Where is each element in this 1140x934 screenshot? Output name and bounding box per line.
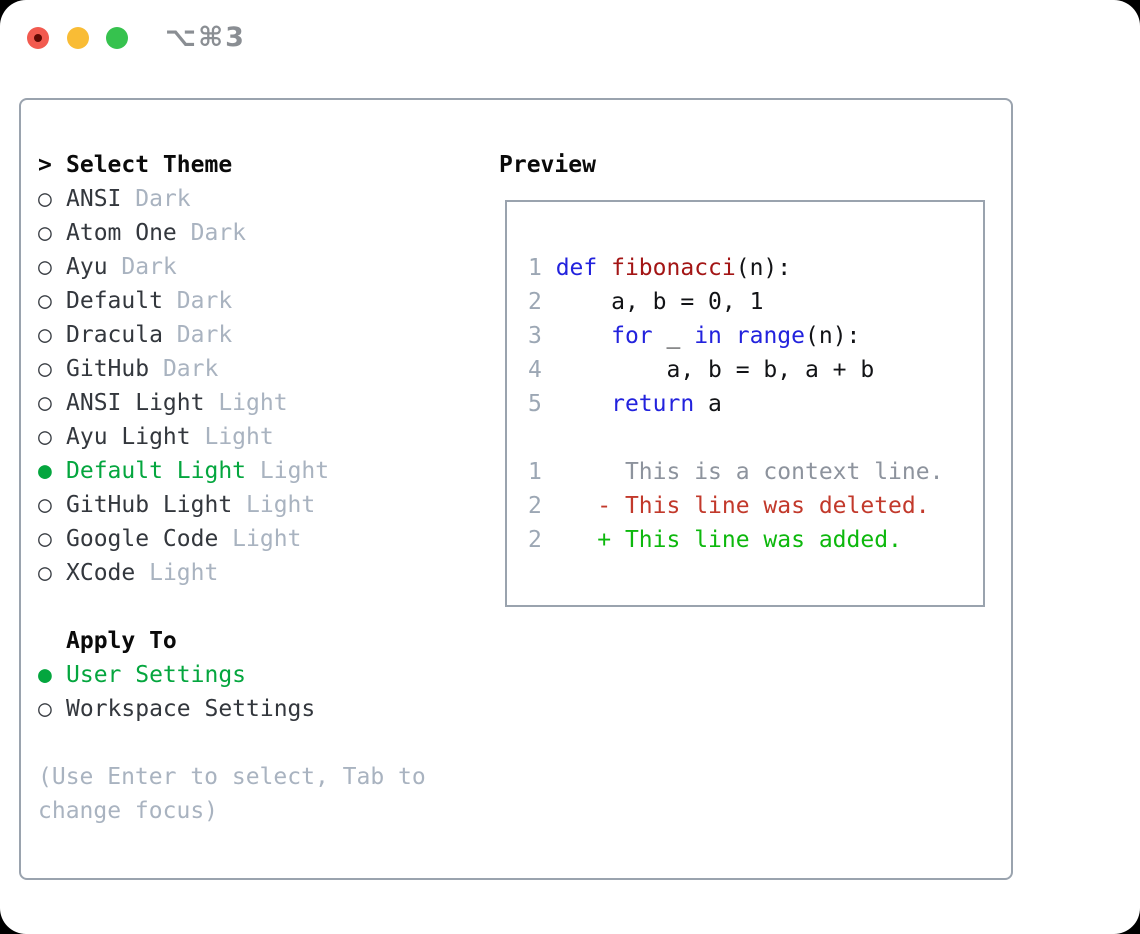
theme-name: Google Code [66, 526, 233, 552]
theme-name: Ayu Light [66, 424, 205, 450]
theme-variant: Dark [162, 356, 219, 382]
preview-title: Preview [499, 152, 596, 178]
theme-preview-box: 1 def fibonacci(n): 2 a, b = 0, 1 3 for _ … [505, 200, 985, 607]
preview-header-row: Preview [499, 148, 985, 182]
theme-name: ANSI [66, 186, 136, 212]
main-panel: > Select Theme ○ ANSI Dark ○ Atom One Dark … [19, 98, 1013, 880]
theme-name: GitHub Light [66, 492, 247, 518]
theme-list: ○ ANSI Dark ○ Atom One Dark ○ Ayu Dark ○ Def… [38, 182, 426, 590]
radio-icon: ○ [38, 424, 52, 450]
code-line: 4 a, b = b, a + b [528, 357, 875, 383]
radio-icon: ○ [38, 186, 52, 212]
close-button[interactable] [27, 27, 49, 49]
code-line: 2 a, b = 0, 1 [528, 289, 764, 315]
theme-variant: Dark [176, 322, 233, 348]
apply-to-header-row: Apply To [38, 624, 426, 658]
theme-variant: Light [232, 526, 302, 552]
theme-variant: Light [259, 458, 330, 484]
theme-option[interactable]: ○ GitHub Light Light [38, 488, 426, 522]
theme-option[interactable]: ○ GitHub Dark [38, 352, 426, 386]
theme-option[interactable]: ○ Default Dark [38, 284, 426, 318]
apply-option[interactable]: ● User Settings [38, 658, 426, 692]
theme-option[interactable]: ○ Atom One Dark [38, 216, 426, 250]
theme-name: XCode [66, 560, 150, 586]
preview-section: Preview 1 def fibonacci(n): 2 a, b = 0, 1… [499, 148, 985, 607]
theme-name: Dracula [66, 322, 177, 348]
theme-picker: > Select Theme ○ ANSI Dark ○ Atom One Dark … [38, 148, 426, 828]
select-theme-title: Select Theme [66, 152, 233, 178]
code-line: 1 def fibonacci(n): [528, 255, 792, 281]
apply-option-label: User Settings [66, 662, 247, 688]
radio-icon: ○ [38, 254, 52, 280]
apply-option-label: Workspace Settings [66, 696, 316, 722]
hint-line-2: change focus) [38, 798, 219, 824]
diff-line: 2 - This line was deleted. [528, 493, 930, 519]
window-shortcut-label: ⌥⌘3 [165, 22, 246, 53]
theme-variant: Dark [135, 186, 191, 212]
diff-preview: 1 This is a context line. 2 - This line w… [528, 455, 983, 557]
code-line: 5 return a [528, 391, 722, 417]
radio-icon: ○ [38, 390, 52, 416]
theme-name: ANSI Light [66, 390, 219, 416]
zoom-button[interactable] [106, 27, 128, 49]
theme-option[interactable]: ○ Ayu Dark [38, 250, 426, 284]
theme-name: Default [66, 288, 177, 314]
titlebar: ⌥⌘3 [0, 0, 1140, 76]
radio-icon: ● [38, 458, 52, 484]
theme-variant: Light [246, 492, 316, 518]
apply-option[interactable]: ○ Workspace Settings [38, 692, 426, 726]
radio-icon: ○ [38, 526, 52, 552]
select-theme-header-row: > Select Theme [38, 148, 426, 182]
radio-icon: ○ [38, 322, 52, 348]
theme-name: GitHub [66, 356, 163, 382]
theme-variant: Dark [176, 288, 233, 314]
theme-option[interactable]: ○ Dracula Dark [38, 318, 426, 352]
theme-name: Atom One [66, 220, 191, 246]
spacer [38, 726, 426, 760]
radio-icon: ● [38, 662, 52, 688]
radio-icon: ○ [38, 356, 52, 382]
theme-variant: Light [218, 390, 288, 416]
diff-line: 2 + This line was added. [528, 527, 902, 553]
theme-name: Default Light [66, 458, 260, 484]
radio-icon: ○ [38, 220, 52, 246]
theme-variant: Light [204, 424, 274, 450]
theme-option[interactable]: ○ ANSI Dark [38, 182, 426, 216]
theme-option[interactable]: ○ Ayu Light Light [38, 420, 426, 454]
apply-to-list: ● User Settings ○ Workspace Settings [38, 658, 426, 726]
hint-line-1: (Use Enter to select, Tab to [38, 764, 426, 790]
theme-option[interactable]: ● Default Light Light [38, 454, 426, 488]
empty-marker [38, 624, 66, 658]
radio-icon: ○ [38, 492, 52, 518]
theme-option[interactable]: ○ ANSI Light Light [38, 386, 426, 420]
radio-icon: ○ [38, 560, 52, 586]
code-preview: 1 def fibonacci(n): 2 a, b = 0, 1 3 for _ … [528, 251, 983, 421]
apply-to-title: Apply To [66, 628, 177, 654]
theme-option[interactable]: ○ XCode Light [38, 556, 426, 590]
theme-variant: Dark [121, 254, 177, 280]
minimize-button[interactable] [67, 27, 89, 49]
code-line: 3 for _ in range(n): [528, 323, 861, 349]
diff-line: 1 This is a context line. [528, 459, 944, 485]
theme-option[interactable]: ○ Google Code Light [38, 522, 426, 556]
radio-icon: ○ [38, 288, 52, 314]
theme-variant: Dark [190, 220, 247, 246]
theme-name: Ayu [66, 254, 122, 280]
theme-variant: Light [149, 560, 219, 586]
prompt-icon: > [38, 152, 52, 178]
radio-icon: ○ [38, 696, 52, 722]
spacer [38, 590, 426, 624]
